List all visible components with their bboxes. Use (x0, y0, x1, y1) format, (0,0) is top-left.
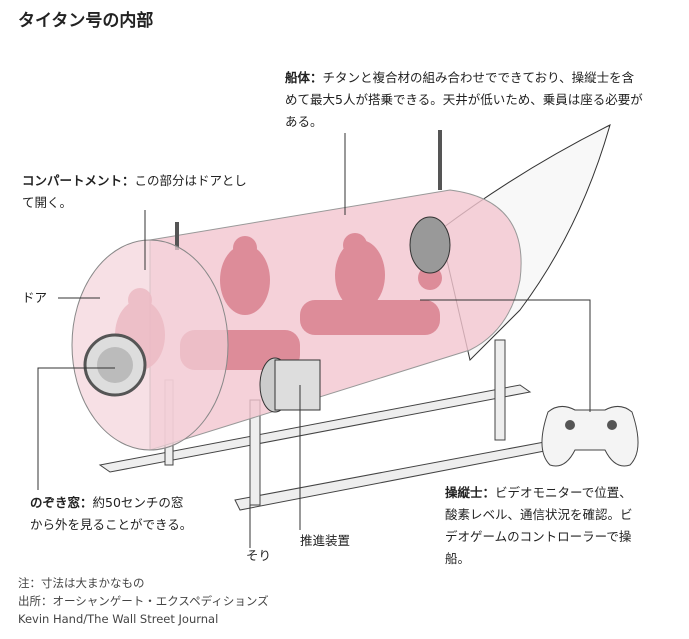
window-label: のぞき窓：約50センチの窓から外を見ることができる。 (30, 492, 195, 536)
sled-label: そり (246, 548, 272, 563)
thruster-label: 推進装置 (300, 533, 351, 548)
hull-label-head: 船体： (285, 70, 323, 85)
compartment-label-head: コンパートメント： (22, 173, 135, 188)
compartment-label-body: この部分はドアとして開く。 (22, 173, 247, 210)
pilot-label-body: ビデオモニターで位置、酸素レベル、通信状況を確認。ビデオゲームのコントローラーで… (445, 485, 633, 566)
note: 注：寸法は大まかなもの (18, 576, 145, 590)
page-title: タイタン号の内部 (18, 11, 154, 31)
window-label-head: のぞき窓： (30, 495, 93, 510)
hull-label-body: チタンと複合材の組み合わせでできており、操縦士を含めて最大5人が搭乗できる。天井… (285, 70, 643, 129)
pilot-label-head: 操縦士： (445, 485, 496, 500)
door-label: ドア (22, 290, 48, 305)
compartment-label: コンパートメント：この部分はドアとして開く。 (22, 170, 252, 214)
window-label-body: 約50センチの窓から外を見ることができる。 (30, 495, 193, 532)
compartment-door (71, 239, 229, 451)
pilot-label: 操縦士：ビデオモニターで位置、酸素レベル、通信状況を確認。ビデオゲームのコントロ… (445, 482, 640, 570)
credit: Kevin Hand/The Wall Street Journal (18, 612, 219, 626)
game-controller-icon (541, 406, 639, 467)
hull-label: 船体：チタンと複合材の組み合わせでできており、操縦士を含めて最大5人が搭乗できる… (285, 67, 645, 133)
source: 出所：オーシャンゲート・エクスペディションズ (18, 594, 269, 608)
